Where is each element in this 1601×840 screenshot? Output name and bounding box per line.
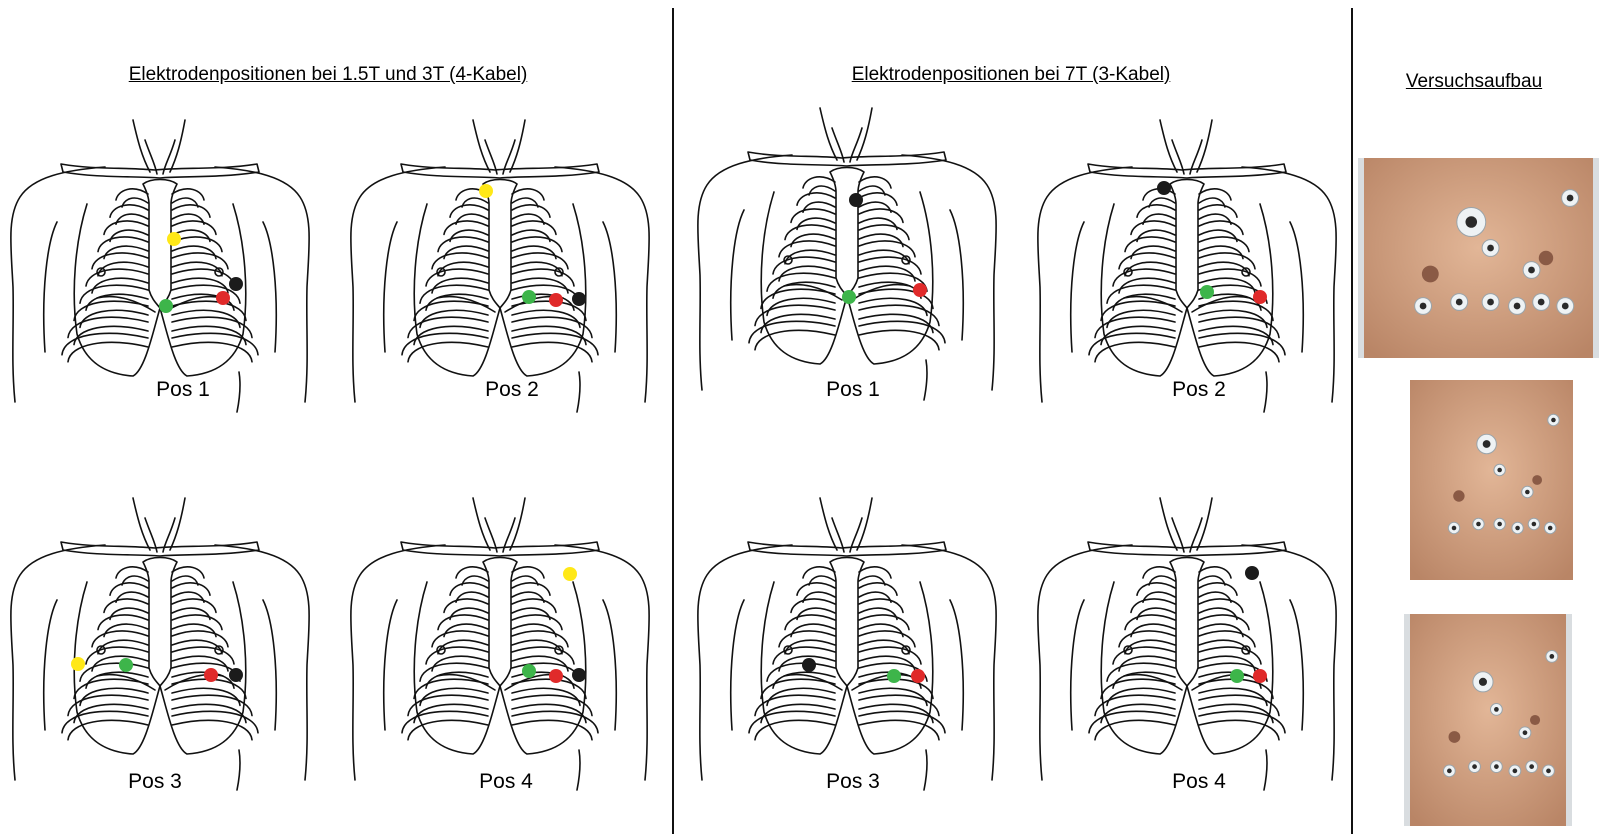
electrode-green	[1230, 669, 1244, 683]
electrode-red	[911, 669, 925, 683]
electrode-black	[1157, 181, 1171, 195]
electrode-yellow	[71, 657, 85, 671]
electrode-red	[1253, 669, 1267, 683]
pos-label: Pos 1	[826, 378, 880, 402]
electrode-red	[913, 283, 927, 297]
electrode-black	[229, 277, 243, 291]
electrode-green	[522, 290, 536, 304]
electrode-red	[549, 293, 563, 307]
setup-photo-3	[1404, 614, 1572, 826]
electrode-green	[887, 669, 901, 683]
setup-photo-1	[1358, 158, 1599, 358]
thorax-drawing	[692, 490, 1012, 810]
diagram-3cable-pos-4	[1032, 490, 1352, 810]
electrode-green	[1200, 285, 1214, 299]
electrode-green	[119, 658, 133, 672]
pos-label: Pos 3	[128, 770, 182, 794]
electrode-green	[159, 299, 173, 313]
diagram-4cable-pos-3	[5, 490, 325, 810]
diagram-4cable-pos-4	[345, 490, 665, 810]
electrode-black	[229, 668, 243, 682]
electrode-red	[1253, 290, 1267, 304]
thorax-drawing	[1032, 490, 1352, 810]
electrode-yellow	[479, 184, 493, 198]
thorax-drawing	[692, 100, 1012, 420]
thorax-drawing	[345, 490, 665, 810]
pos-label: Pos 2	[1172, 378, 1226, 402]
pos-label: Pos 3	[826, 770, 880, 794]
electrode-yellow	[563, 567, 577, 581]
diagram-3cable-pos-3	[692, 490, 1012, 810]
electrode-green	[522, 664, 536, 678]
pos-label: Pos 4	[1172, 770, 1226, 794]
electrode-red	[216, 291, 230, 305]
pos-label: Pos 4	[479, 770, 533, 794]
pos-label: Pos 2	[485, 378, 539, 402]
electrode-black	[849, 193, 863, 207]
electrode-black	[572, 668, 586, 682]
heading-3-cable: Elektrodenpositionen bei 7T (3-Kabel)	[852, 64, 1171, 86]
electrode-black	[572, 292, 586, 306]
electrode-black	[1245, 566, 1259, 580]
electrode-red	[204, 668, 218, 682]
heading-4-cable: Elektrodenpositionen bei 1.5T und 3T (4-…	[129, 64, 528, 86]
electrode-yellow	[167, 232, 181, 246]
diagram-3cable-pos-1	[692, 100, 1012, 420]
electrode-black	[802, 658, 816, 672]
section-divider-left	[672, 8, 674, 834]
setup-photo-2	[1410, 380, 1573, 580]
electrode-red	[549, 669, 563, 683]
thorax-drawing	[5, 490, 325, 810]
pos-label: Pos 1	[156, 378, 210, 402]
heading-setup: Versuchsaufbau	[1406, 71, 1542, 93]
electrode-green	[842, 290, 856, 304]
